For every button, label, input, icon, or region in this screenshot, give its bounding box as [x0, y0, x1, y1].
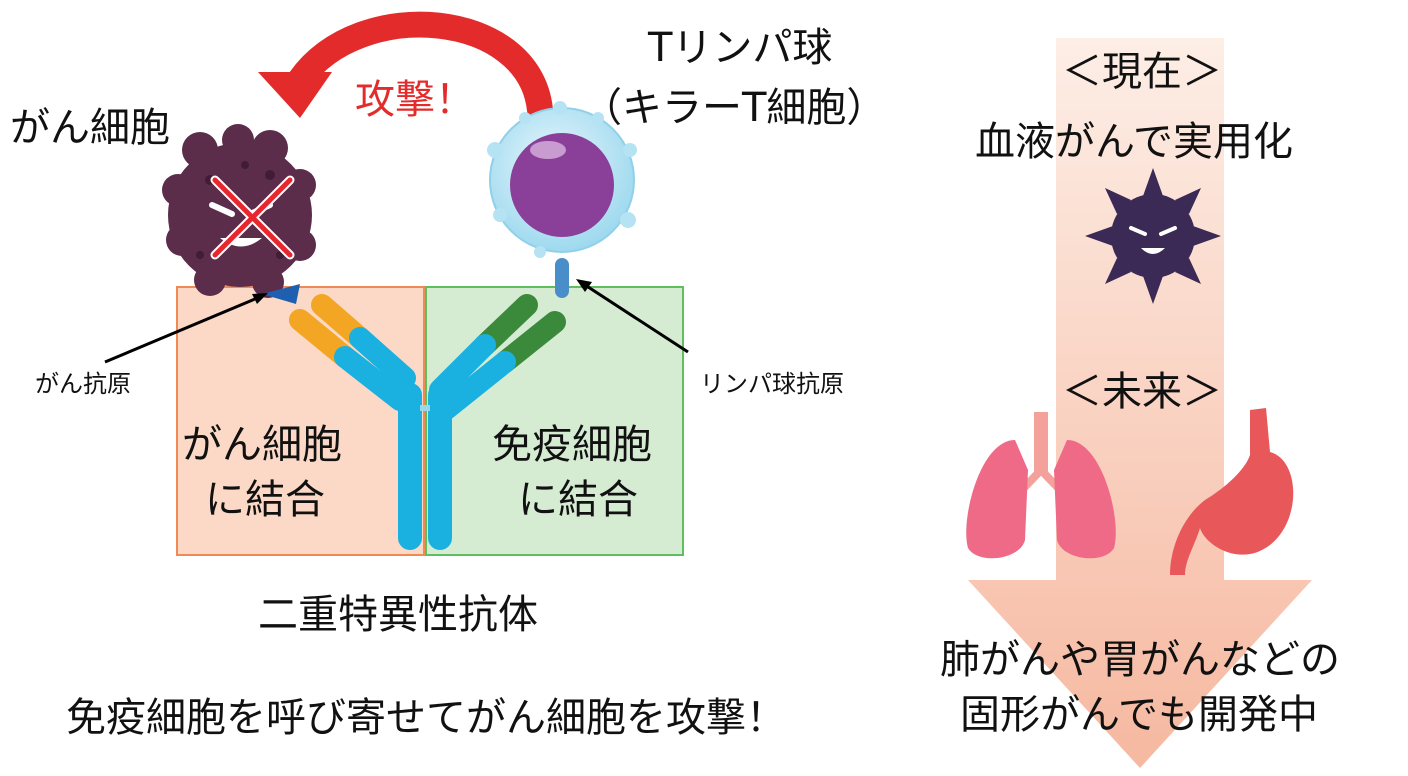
timeline-arrow [968, 38, 1312, 768]
attack-label: 攻撃！ [355, 77, 475, 123]
virus-icon [1085, 168, 1221, 304]
t-cell-label-line2: （キラーT細胞） [582, 85, 887, 131]
right-box-text-line2: に結合 [518, 477, 638, 523]
lymph-antigen-label: リンパ球抗原 [700, 370, 844, 398]
left-box-text-line1: がん細胞 [182, 422, 342, 468]
attack-arrow [258, 11, 553, 123]
caption-text: 免疫細胞を呼び寄せてがん細胞を攻撃！ [66, 695, 786, 741]
cancer-antigen-label: がん抗原 [35, 370, 131, 398]
stomach-icon [1170, 408, 1294, 575]
cancer-cell-label: がん細胞 [10, 105, 170, 151]
antibody-label: 二重特異性抗体 [258, 592, 538, 638]
t-cell-label-line1: Tリンパ球 [648, 25, 833, 71]
lungs-icon [966, 412, 1116, 559]
cancer-cell-illustration [162, 124, 316, 298]
future-heading: ＜未来＞ [1062, 369, 1222, 415]
future-text-line1: 肺がんや胃がんなどの [940, 637, 1340, 683]
cancer-antigen-pointer [104, 294, 263, 364]
future-text-line2: 固形がんでも開発中 [960, 692, 1318, 738]
bispecific-antibody [289, 294, 566, 550]
lymph-antigen-pointer [581, 281, 689, 354]
present-heading: ＜現在＞ [1062, 49, 1222, 95]
t-cell-illustration [487, 101, 637, 298]
right-box-text-line1: 免疫細胞 [492, 422, 652, 468]
cancer-antigen-marker [262, 284, 300, 304]
present-text: 血液がんで実用化 [975, 119, 1293, 165]
left-box-text-line2: に結合 [205, 477, 325, 523]
